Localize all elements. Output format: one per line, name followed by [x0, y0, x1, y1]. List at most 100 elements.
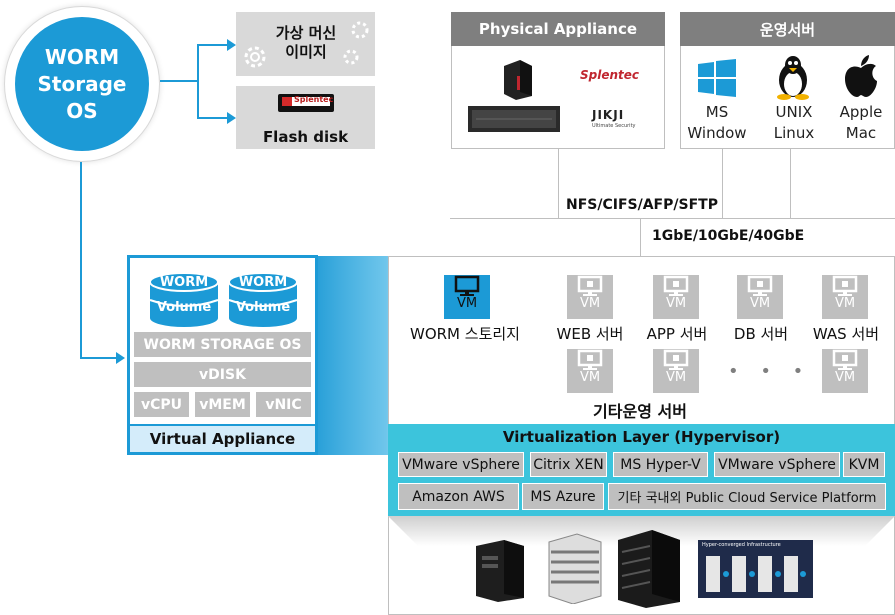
connector-ops-right-down	[790, 149, 791, 219]
ops-server-header: 운영서버	[680, 12, 895, 46]
connector-circle-down	[80, 162, 82, 358]
physical-appliance-header: Physical Appliance	[451, 12, 665, 46]
vm-tag: VM	[665, 370, 687, 385]
other-servers-label: 기타운영 서버	[593, 402, 687, 421]
was-vm-tile: VM	[822, 275, 868, 319]
arrow-to-flash-icon	[227, 112, 236, 124]
vmem-bar: vMEM	[195, 392, 250, 417]
protocol-speed-label: 1GbE/10GbE/40GbE	[652, 228, 805, 244]
os-windows-line2: Window	[687, 124, 747, 142]
flash-brand: Splentec	[294, 95, 334, 104]
volume-2-top: WORM	[238, 275, 288, 290]
was-server-label: WAS 서버	[812, 325, 880, 343]
network-bus-line	[450, 218, 895, 219]
hyper-converged-panel: Hyper-converged Infrastructure	[698, 540, 813, 598]
app-server-label: APP 서버	[646, 325, 708, 343]
rack-server-icon	[468, 106, 560, 132]
vnic-bar: vNIC	[256, 392, 311, 417]
worm-storage-os-bar: WORM STORAGE OS	[134, 332, 311, 357]
vm-tag: VM	[834, 370, 856, 385]
blade-server-icon	[548, 533, 602, 604]
os-mac-line1: Apple	[839, 103, 883, 121]
worm-line1: WORM	[44, 44, 120, 69]
app-vm-tile: VM	[653, 275, 699, 319]
platform-kvm: KVM	[843, 452, 885, 477]
tower-server-icon	[476, 540, 524, 602]
apple-logo-icon	[845, 55, 877, 97]
connector-ops-left-down	[722, 149, 723, 219]
protocol-nfs-label: NFS/CIFS/AFP/SFTP	[566, 197, 718, 213]
connector-to-flash	[197, 117, 227, 119]
hci-label: Hyper-converged Infrastructure	[702, 542, 781, 548]
vm-tag: VM	[834, 296, 856, 311]
rack-cabinet-icon	[618, 530, 680, 608]
platform-ms-hyperv: MS Hyper-V	[613, 452, 708, 477]
connector-physical-down	[558, 149, 559, 219]
os-windows-label: MS Window	[685, 102, 749, 144]
vm-image-line1: 가상 머신	[275, 24, 337, 42]
web-vm-tile: VM	[567, 275, 613, 319]
other-vm-tile-1: VM	[567, 349, 613, 393]
os-unix-line2: Linux	[773, 124, 815, 142]
monitor-icon	[663, 275, 689, 296]
vm-tag: VM	[579, 296, 601, 311]
arrow-to-vm-image-icon	[227, 39, 236, 51]
os-windows-line1: MS	[705, 103, 729, 121]
db-vm-tile: VM	[737, 275, 783, 319]
virtualization-layer-band: Virtualization Layer (Hypervisor) VMware…	[388, 424, 895, 516]
connector-circle-right	[160, 80, 198, 82]
worm-volume-1: WORM Volume	[148, 272, 220, 328]
vdisk-bar: vDISK	[134, 362, 311, 387]
virtualization-title: Virtualization Layer (Hypervisor)	[502, 428, 781, 446]
monitor-icon	[663, 349, 689, 370]
platform-citrix-xen: Citrix XEN	[530, 452, 607, 477]
windows-logo-icon	[698, 59, 736, 97]
gear-icon	[244, 46, 266, 68]
monitor-icon	[577, 275, 603, 296]
gear-icon	[343, 49, 359, 65]
os-unix-label: UNIX Linux	[759, 102, 829, 144]
connector-to-appliance	[80, 357, 117, 359]
worm-line3: OS	[66, 98, 98, 123]
hardware-area	[388, 516, 895, 546]
vm-tag: VM	[749, 296, 771, 311]
platform-amazon-aws: Amazon AWS	[398, 483, 519, 510]
linux-penguin-icon	[777, 56, 809, 100]
monitor-icon	[454, 275, 480, 296]
worm-line2: Storage	[37, 71, 127, 96]
os-mac-label: Apple Mac	[829, 102, 893, 144]
nas-device-icon	[504, 60, 532, 100]
db-server-label: DB 서버	[733, 325, 789, 343]
vm-image-line2: 이미지	[285, 43, 327, 61]
arrow-to-appliance-icon	[116, 352, 125, 364]
flash-disk-icon	[278, 94, 334, 112]
connector-to-vm-image	[197, 44, 227, 46]
worm-volume-2: WORM Volume	[227, 272, 299, 328]
platform-vmware-1: VMware vSphere	[398, 452, 524, 477]
platform-ms-azure: MS Azure	[522, 483, 604, 510]
hci-nodes-icon	[706, 556, 806, 592]
os-mac-line2: Mac	[845, 124, 877, 142]
flash-disk-card: Splentec Flash disk	[236, 86, 375, 149]
volume-1-bottom: Volume	[156, 300, 212, 315]
brand-jikji: JIKJI	[592, 108, 625, 122]
vm-tag: VM	[456, 296, 478, 311]
volume-1-top: WORM	[159, 275, 209, 290]
gear-icon	[351, 21, 369, 39]
virtual-appliance-label: Virtual Appliance	[130, 424, 315, 452]
vcpu-bar: vCPU	[134, 392, 189, 417]
platform-vmware-2: VMware vSphere	[714, 452, 840, 477]
other-vm-tile-2: VM	[653, 349, 699, 393]
worm-storage-os-badge: WORM Storage OS	[15, 17, 149, 151]
brand-jikji-sub: Ultimate Security	[592, 123, 636, 129]
monitor-icon	[832, 349, 858, 370]
other-vm-tile-3: VM	[822, 349, 868, 393]
flash-disk-label: Flash disk	[262, 128, 349, 146]
vm-image-card: 가상 머신 이미지	[236, 12, 375, 76]
platform-other-cloud: 기타 국내외 Public Cloud Service Platform	[608, 483, 886, 510]
monitor-icon	[747, 275, 773, 296]
os-unix-line1: UNIX	[775, 103, 813, 121]
vm-tag: VM	[579, 370, 601, 385]
vm-tag: VM	[665, 296, 687, 311]
virtual-appliance-panel: WORM Volume WORM Volume WORM STORAGE OS …	[127, 255, 318, 455]
